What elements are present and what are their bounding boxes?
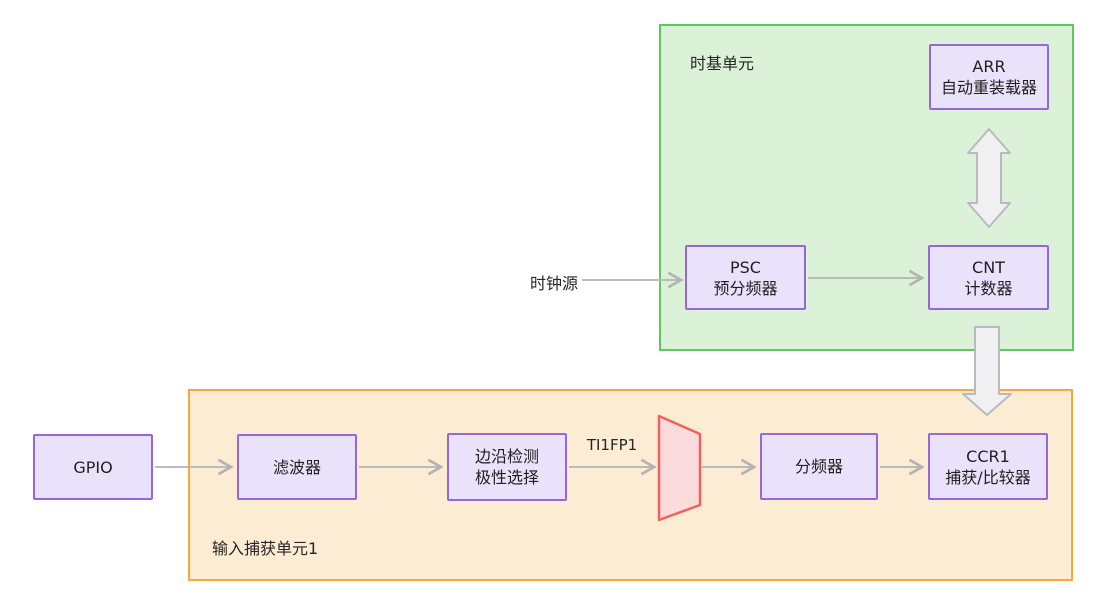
node-arr-line2: 自动重装载器	[940, 78, 1037, 97]
node-filter: 滤波器	[237, 434, 357, 500]
node-cnt-line1: CNT	[972, 257, 1005, 277]
node-cnt-line2: 计数器	[964, 278, 1013, 298]
ti1fp1-signal-label: TI1FP1	[586, 436, 638, 454]
node-psc-line1: PSC	[730, 257, 761, 277]
node-psc-line2: 预分频器	[713, 278, 778, 298]
input-capture-unit-label: 输入捕获单元1	[212, 539, 319, 558]
node-divider-label: 分频器	[794, 457, 843, 476]
node-gpio-label: GPIO	[73, 457, 113, 477]
node-gpio: GPIO	[33, 434, 153, 500]
node-divider: 分频器	[760, 433, 878, 500]
node-ccr1-line2: 捕获/比较器	[945, 467, 1031, 487]
node-ccr1-line1: CCR1	[966, 446, 1010, 466]
node-arr: ARR 自动重装载器	[929, 44, 1049, 110]
timebase-unit-label: 时基单元	[690, 54, 755, 73]
node-cnt: CNT 计数器	[928, 245, 1049, 310]
node-edge-detect-line1: 边沿检测	[474, 447, 539, 466]
node-psc: PSC 预分频器	[685, 245, 806, 310]
node-edge-detect-line2: 极性选择	[474, 468, 539, 487]
clock-source-label: 时钟源	[529, 274, 578, 293]
node-edge-detect: 边沿检测 极性选择	[447, 433, 567, 501]
node-ccr1: CCR1 捕获/比较器	[928, 433, 1048, 500]
node-filter-label: 滤波器	[272, 457, 321, 477]
node-arr-line1: ARR	[972, 57, 1006, 76]
